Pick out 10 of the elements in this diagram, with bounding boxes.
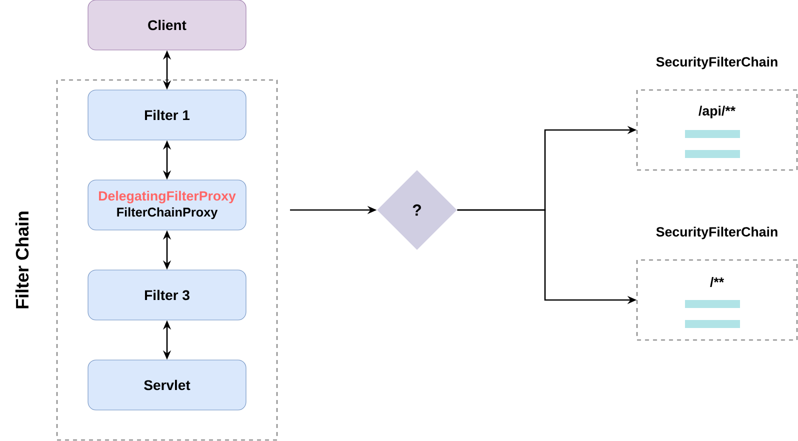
path-pattern: /api/** bbox=[698, 106, 736, 118]
chain-title: SecurityFilterChain bbox=[656, 226, 778, 240]
filter-box: DelegatingFilterProxy FilterChainProxy bbox=[88, 180, 246, 230]
filter-box: Filter 3 bbox=[88, 270, 246, 320]
group-title: Filter Chain bbox=[15, 212, 29, 308]
filter-box: Filter 1 bbox=[88, 90, 246, 140]
filter-box: Servlet bbox=[88, 360, 246, 410]
path-pattern: /** bbox=[710, 277, 724, 287]
chain-title: SecurityFilterChain bbox=[656, 56, 778, 70]
client-box: Client bbox=[88, 0, 246, 50]
